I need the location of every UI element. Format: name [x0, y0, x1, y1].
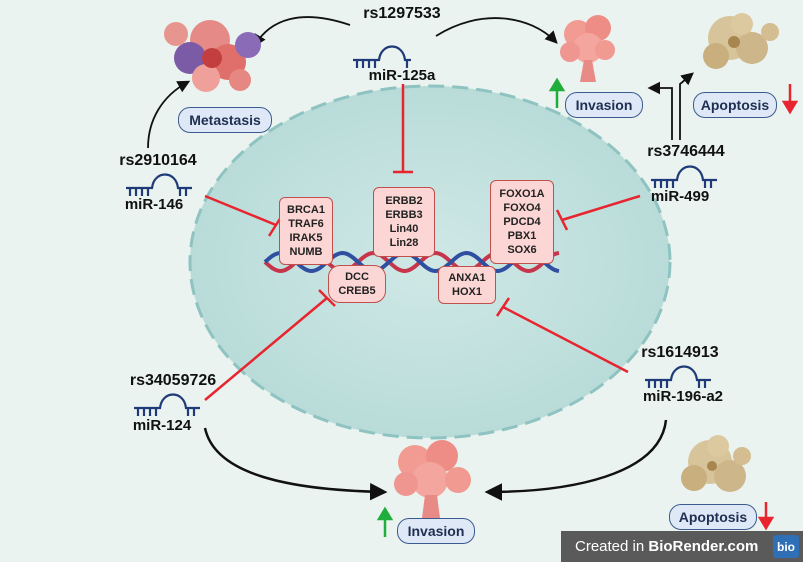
gene-label: FOXO4 [503, 202, 541, 214]
biorender-logo-icon: bio [773, 535, 799, 558]
target-box-dcc: DCC CREB5 [328, 265, 386, 303]
gene-label: ERBB3 [385, 209, 423, 221]
up-arrow-icon-top [548, 77, 566, 108]
up-arrow-icon-bottom [376, 506, 394, 537]
gene-label: CREB5 [338, 285, 376, 297]
gene-label: TRAF6 [288, 218, 324, 230]
target-box-foxo: FOXO1A FOXO4 PDCD4 PBX1 SOX6 [490, 180, 554, 264]
apoptosis-pill-bottom: Apoptosis [669, 504, 757, 530]
mirna-label-left-lower: miR-124 [132, 417, 192, 434]
apoptosis-cell-icon-top [703, 13, 779, 69]
mirna-label-left-upper: miR-146 [124, 196, 184, 213]
apoptosis-cell-icon-bottom [681, 435, 751, 492]
gene-label: SOX6 [507, 244, 537, 256]
cell-nucleus [188, 84, 672, 440]
snp-label-left-lower: rs34059726 [129, 372, 217, 389]
snp-label-top: rs1297533 [363, 5, 441, 22]
arrow-mir499-invasion [647, 81, 673, 140]
snp-label-right-upper: rs3746444 [647, 143, 725, 160]
snp-label-left-upper: rs2910164 [119, 152, 197, 169]
effect-arrows [147, 16, 694, 501]
gene-label: DCC [345, 271, 369, 283]
mirna-label-right-lower: miR-196-a2 [642, 388, 724, 405]
arrow-mir146-metastasis [147, 80, 191, 149]
metastasis-pill: Metastasis [178, 107, 272, 133]
target-box-anxa: ANXA1 HOX1 [438, 266, 496, 304]
hairpin-icon-mir196 [645, 365, 711, 388]
arrow-mir499-apoptosis [679, 72, 694, 140]
gene-label: NUMB [289, 246, 323, 258]
gene-label: IRAK5 [289, 232, 323, 244]
gene-label: ANXA1 [448, 272, 486, 284]
mirna-label-top: miR-125a [368, 67, 436, 84]
mirna-icons [126, 45, 717, 416]
gene-label: PDCD4 [503, 216, 541, 228]
gene-label: PBX1 [507, 230, 537, 242]
gene-label: FOXO1A [499, 188, 545, 200]
gene-label: BRCA1 [287, 204, 325, 216]
biorender-badge[interactable]: Created in BioRender.com bio [561, 531, 803, 562]
metastasis-tumor-icon [164, 20, 261, 92]
target-box-brca: BRCA1 TRAF6 IRAK5 NUMB [279, 197, 333, 265]
apoptosis-pill-top: Apoptosis [693, 92, 777, 118]
arrow-mir196-invasion [484, 419, 668, 501]
invasion-pill-bottom: Invasion [397, 518, 475, 544]
target-box-erbb: ERBB2 ERBB3 Lin40 Lin28 [373, 187, 435, 257]
invasion-tumor-icon-top [560, 15, 615, 82]
gene-label: HOX1 [452, 286, 482, 298]
gene-label: Lin40 [389, 223, 419, 235]
inhibition-lines [204, 84, 641, 401]
badge-text: Created in BioRender.com [575, 538, 759, 555]
invasion-tumor-icon-bottom [394, 440, 471, 518]
arrow-to-metastasis [253, 16, 351, 48]
snp-label-right-lower: rs1614913 [641, 344, 719, 361]
hairpin-icon-mir124 [134, 393, 200, 416]
down-arrow-icon-top [781, 84, 799, 115]
gene-label: ERBB2 [385, 195, 423, 207]
down-arrow-icon-bottom [757, 502, 775, 531]
invasion-pill-top: Invasion [565, 92, 643, 118]
mirna-label-right-upper: miR-499 [650, 188, 710, 205]
gene-label: Lin28 [389, 237, 419, 249]
arrow-to-invasion-top [435, 17, 558, 44]
hairpin-icon-mir499 [651, 165, 717, 188]
hairpin-icon-mir146 [126, 173, 192, 196]
hairpin-icon-mir125a [353, 45, 411, 68]
arrow-mir124-invasion [203, 427, 388, 501]
